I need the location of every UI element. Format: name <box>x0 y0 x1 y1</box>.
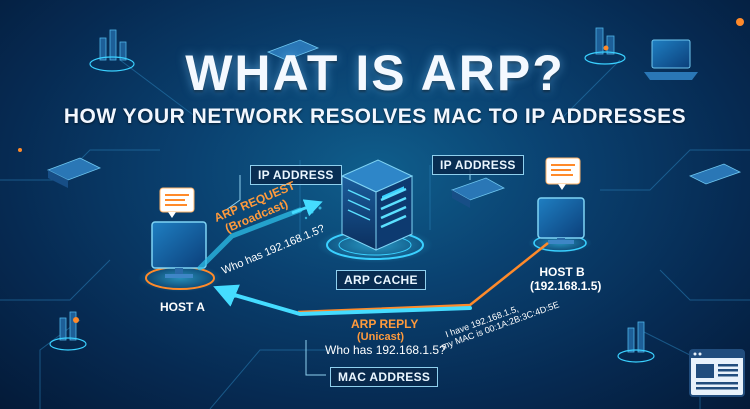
host-a-monitor <box>151 187 207 278</box>
ip-address-label-left: IP ADDRESS <box>250 165 342 185</box>
mac-address-label: MAC ADDRESS <box>330 367 439 387</box>
host-a-label: HOST A <box>160 300 205 314</box>
page-title: WHAT IS ARP? <box>185 45 565 101</box>
page-subtitle: HOW YOUR NETWORK RESOLVES MAC TO IP ADDR… <box>63 105 687 128</box>
arp-cache-label: ARP CACHE <box>336 270 426 290</box>
host-b-monitor <box>537 157 585 244</box>
arp-reply-question: Who has 192.168.1.5? <box>325 343 446 357</box>
arp-reply-kind: (Unicast) <box>357 331 405 343</box>
arp-reply-title: ARP REPLY <box>351 317 419 331</box>
host-b-label: HOST B <box>539 265 585 279</box>
server-icon <box>340 159 414 251</box>
host-b-ip: (192.168.1.5) <box>530 279 602 293</box>
decor-blocks <box>18 18 744 363</box>
news-icon <box>689 349 745 397</box>
ip-address-label-right: IP ADDRESS <box>432 155 524 175</box>
